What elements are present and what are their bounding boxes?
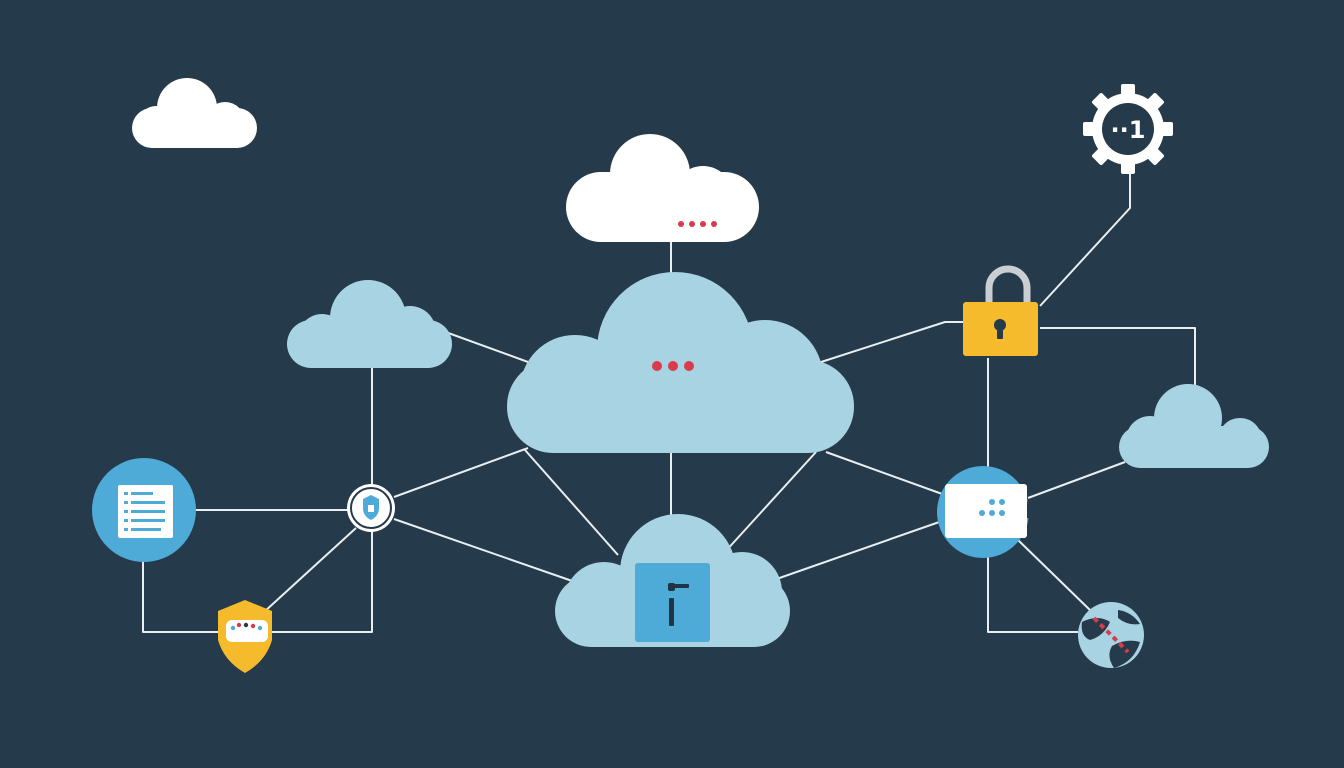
connector-line (987, 556, 1078, 633)
connector-line (767, 519, 946, 583)
connector-line (393, 447, 529, 498)
connector-line (1040, 327, 1196, 392)
shield-badge-icon (218, 600, 272, 673)
status-dots (678, 221, 717, 227)
cloud-icon (566, 134, 759, 242)
connector-line (723, 451, 817, 554)
connector-line (1027, 461, 1126, 499)
connector-line (1039, 165, 1131, 307)
shield-icon (347, 484, 395, 532)
padlock-icon (963, 265, 1038, 356)
connector-line (268, 530, 373, 633)
status-dots (652, 361, 694, 371)
connector-line (825, 451, 946, 496)
connector-line (393, 518, 579, 584)
globe-icon (1078, 602, 1144, 668)
info-panel-icon (635, 563, 710, 642)
connector-line (1017, 539, 1093, 613)
connector-line (524, 449, 619, 556)
gear-badge-text: ··1 (1111, 116, 1146, 144)
cloud-icon (287, 280, 452, 368)
cloud-icon (1119, 384, 1269, 468)
document-list-icon (92, 458, 196, 562)
connector-line (263, 527, 357, 613)
connector-lines (142, 165, 1196, 633)
connector-line (439, 329, 529, 363)
gear-icon: ··1 (1083, 84, 1173, 174)
cloud-icon (507, 272, 854, 453)
connector-line (142, 560, 220, 633)
server-icon (937, 466, 1032, 558)
cloud-icon (132, 78, 257, 148)
